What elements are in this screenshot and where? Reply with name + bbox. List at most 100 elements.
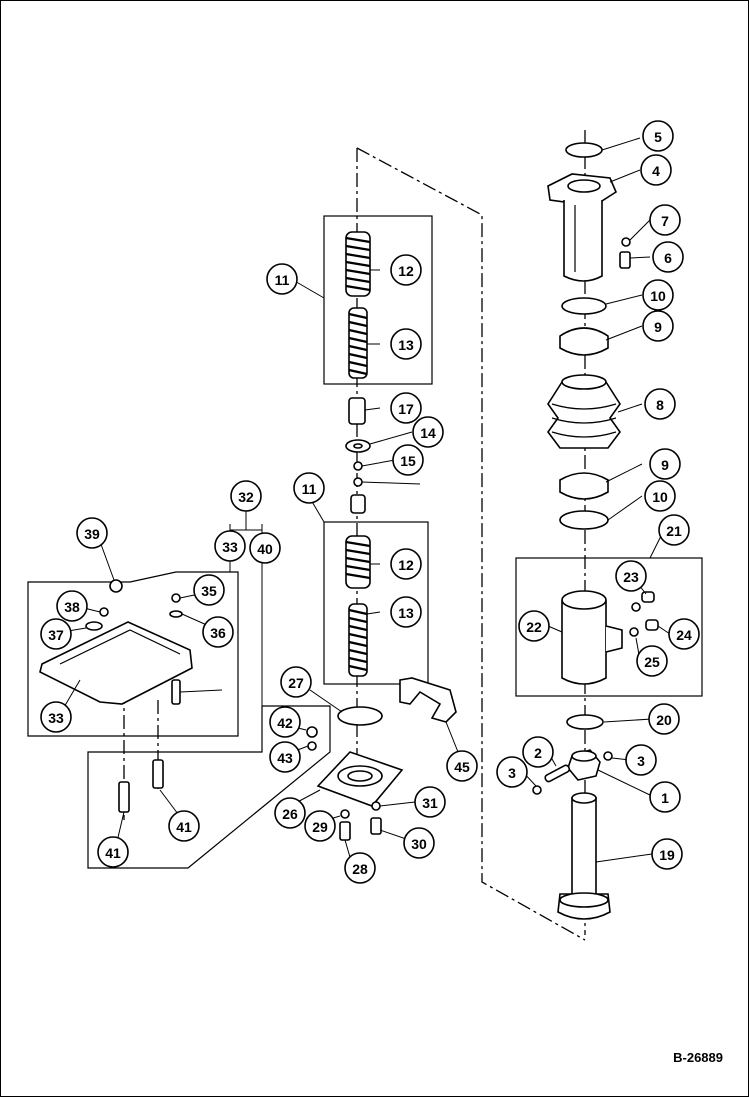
callout-circle — [636, 645, 668, 677]
ring-part-15b — [353, 477, 363, 487]
callout-5-5: 5 — [642, 120, 674, 152]
callout-label: 30 — [411, 836, 427, 852]
callout-label: 28 — [352, 861, 368, 877]
bolt-part-3-left — [532, 785, 542, 795]
callout-43-47: 43 — [269, 741, 301, 773]
callout-label: 41 — [105, 845, 121, 861]
bracket-32 — [229, 510, 263, 536]
washer-part-29 — [340, 809, 350, 819]
callout-circle — [392, 444, 424, 476]
callout-circle — [390, 328, 422, 360]
group-box-32 — [27, 571, 239, 737]
sleeve-lower — [350, 494, 366, 514]
bolt-part-30 — [370, 817, 382, 835]
callout-circle — [304, 810, 336, 842]
callout-40-43: 40 — [249, 532, 281, 564]
callout-41-44: 41 — [168, 810, 200, 842]
callout-label: 29 — [312, 819, 328, 835]
callout-circle — [193, 574, 225, 606]
callout-circle — [344, 852, 376, 884]
callout-36-39: 36 — [202, 616, 234, 648]
callout-circle — [280, 666, 312, 698]
callout-19-22: 19 — [651, 838, 683, 870]
callout-label: 6 — [664, 250, 672, 266]
callout-circle — [644, 388, 676, 420]
housing-part-22 — [561, 590, 623, 685]
callout-6-6: 6 — [652, 241, 684, 273]
spring-part-12-upper — [345, 231, 371, 297]
ring-part-15 — [353, 461, 363, 471]
washer-part-25 — [629, 627, 639, 637]
callout-layer: 1233456789910101111121213131415171920212… — [40, 120, 700, 884]
callout-circle — [230, 480, 262, 512]
nut-part-35 — [171, 593, 181, 603]
callout-8-8: 8 — [644, 388, 676, 420]
callout-circle — [625, 744, 657, 776]
callout-label: 8 — [656, 397, 664, 413]
callout-circle — [649, 204, 681, 236]
o-ring-part-20 — [566, 714, 604, 730]
callout-label: 24 — [676, 627, 692, 643]
spring-part-13-upper — [348, 307, 368, 379]
callout-circle — [97, 836, 129, 868]
callout-2-1: 2 — [522, 736, 554, 768]
callout-13-17: 13 — [390, 328, 422, 360]
callout-label: 2 — [534, 745, 542, 761]
ring-part-10-lower — [559, 510, 609, 530]
callout-33-36: 33 — [214, 530, 246, 562]
callout-label: 20 — [656, 712, 672, 728]
bolt-part-28 — [339, 821, 351, 841]
callout-circle — [615, 560, 647, 592]
nut-part-42 — [306, 726, 318, 738]
callout-label: 3 — [637, 753, 645, 769]
callout-circle — [412, 416, 444, 448]
callout-label: 43 — [277, 750, 293, 766]
callout-label: 42 — [277, 715, 293, 731]
callout-label: 22 — [526, 619, 542, 635]
callout-27-30: 27 — [280, 666, 312, 698]
plug-part-23 — [641, 591, 655, 603]
callout-circle — [40, 701, 72, 733]
callout-circle — [56, 590, 88, 622]
callout-label: 38 — [64, 599, 80, 615]
callout-9-10: 9 — [649, 448, 681, 480]
callout-28-31: 28 — [344, 852, 376, 884]
callout-circle — [202, 616, 234, 648]
callout-circle — [249, 532, 281, 564]
pin-part-2 — [544, 764, 571, 783]
callout-circle — [168, 810, 200, 842]
callout-label: 39 — [84, 526, 100, 542]
callout-35-38: 35 — [193, 574, 225, 606]
screw-part-6 — [619, 251, 631, 269]
callout-25-28: 25 — [636, 645, 668, 677]
callout-31-34: 31 — [414, 786, 446, 818]
washer-part-36 — [169, 610, 183, 618]
disc-part-14 — [345, 439, 371, 453]
callout-label: 17 — [398, 401, 414, 417]
callout-13-18: 13 — [390, 596, 422, 628]
callout-circle — [649, 781, 681, 813]
callout-circle — [668, 618, 700, 650]
callout-label: 9 — [654, 319, 662, 335]
callout-3-2: 3 — [496, 756, 528, 788]
callout-24-27: 24 — [668, 618, 700, 650]
washer-part-7 — [621, 237, 631, 247]
washer-part-43 — [307, 741, 317, 751]
callout-label: 3 — [508, 765, 516, 781]
clamp-part-9-upper — [559, 327, 609, 356]
callout-label: 1 — [661, 790, 669, 806]
bolt-part-3-right — [603, 751, 613, 761]
group-box-21 — [515, 557, 703, 697]
callout-20-23: 20 — [648, 703, 680, 735]
callout-circle — [293, 472, 325, 504]
callout-circle — [269, 741, 301, 773]
plug-part-24 — [645, 619, 659, 631]
callout-label: 25 — [644, 654, 660, 670]
callout-11-13: 11 — [266, 263, 298, 295]
callout-label: 26 — [282, 806, 298, 822]
callout-label: 27 — [288, 675, 304, 691]
callout-label: 45 — [454, 759, 470, 775]
callout-circle — [269, 706, 301, 738]
callout-circle — [496, 756, 528, 788]
